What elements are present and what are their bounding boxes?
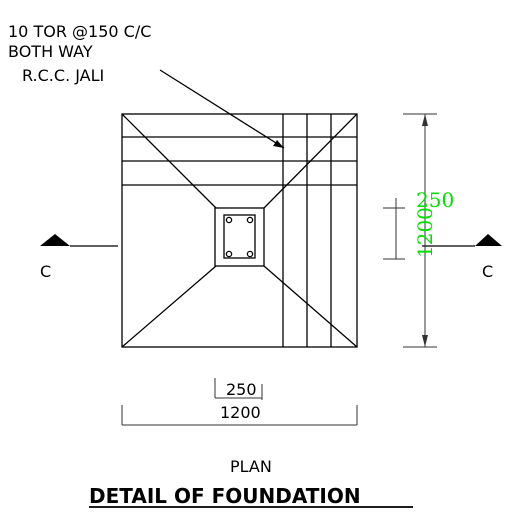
pedestal-outline: [214, 207, 265, 267]
column-outline: [223, 214, 256, 259]
callout-line-1: 10 TOR @150 C/C: [8, 22, 151, 41]
footing-outline: [121, 113, 358, 348]
footing-plan: [121, 113, 358, 348]
section-label-left: C: [40, 262, 51, 281]
horizontal-dimensions: 250 1200: [121, 378, 358, 426]
callout-leader-line: [159, 69, 285, 149]
rebar-bar: [225, 216, 233, 224]
rebar-bar: [246, 250, 254, 258]
rebar-bar: [246, 216, 254, 224]
section-label-right: C: [482, 262, 493, 281]
dim-arrow-icon: [422, 335, 428, 347]
rebar-bar: [225, 250, 233, 258]
callout-line-2: BOTH WAY: [8, 42, 93, 61]
section-marker-right: C: [422, 234, 502, 281]
dim-label-overall-horizontal: 1200: [220, 403, 261, 422]
view-title: PLAN: [230, 457, 272, 476]
section-arrow-left-icon: [40, 234, 70, 246]
dim-arrow-icon: [422, 114, 428, 126]
vertical-dimensions: 250 1200: [383, 113, 454, 348]
slope-line-bottom-left: [121, 265, 217, 348]
section-arrow-right-icon: [475, 234, 502, 246]
callout-leader-arrow: [273, 140, 284, 148]
rebar-callout: 10 TOR @150 C/C BOTH WAY R.C.C. JALI: [8, 22, 285, 149]
dim-label-overall-vertical: 1200: [413, 207, 437, 258]
callout-line-3: R.C.C. JALI: [22, 66, 104, 85]
section-marker-left: C: [40, 234, 118, 281]
dim-label-column-vertical: 250: [416, 188, 454, 212]
dim-label-column-horizontal: 250: [226, 380, 257, 399]
drawing-title: DETAIL OF FOUNDATION: [89, 484, 361, 508]
slope-line-bottom-right: [263, 265, 358, 348]
